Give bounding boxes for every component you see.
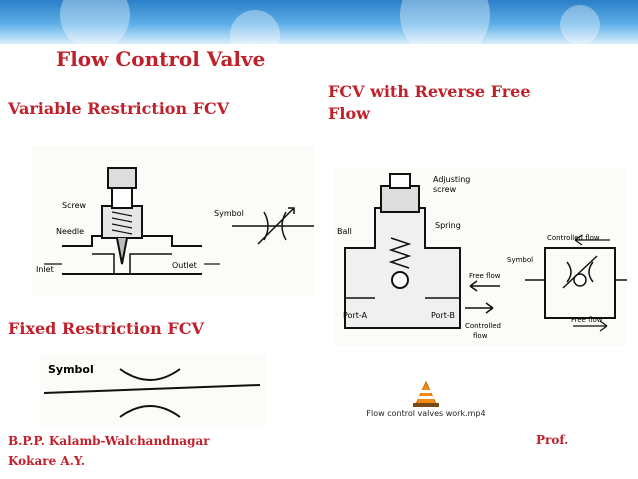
heading-variable-restriction: Variable Restriction FCV [8, 99, 230, 118]
decor-bubble [60, 0, 130, 44]
footer-right: Prof. [536, 433, 569, 447]
label-ball: Ball [337, 227, 352, 236]
label-controlled: Controlled [465, 322, 501, 330]
decor-bubble [230, 10, 280, 44]
decor-bubble [400, 0, 490, 44]
label-inlet: Inlet [36, 265, 54, 274]
label-adjusting: Adjusting [433, 175, 470, 184]
vlc-cone-icon[interactable] [410, 380, 442, 408]
heading-reverse-free-flow: FCV with Reverse Free Flow [328, 81, 588, 125]
label-spring: Spring [435, 221, 461, 230]
footer-author: Kokare A.Y. [8, 454, 86, 468]
reverse-flow-fcv-diagram: Adjusting screw Spring Ball Controlled f… [335, 168, 627, 346]
label-port-a: Port-A [343, 311, 368, 320]
heading-reverse-line1: FCV with Reverse Free [328, 82, 531, 101]
label-screw: Screw [62, 201, 87, 210]
heading-reverse-line2: Flow [328, 104, 370, 123]
heading-fixed-restriction: Fixed Restriction FCV [8, 319, 204, 338]
label-free-flow-right: Free flow [571, 316, 603, 324]
label-free-flow-left: Free flow [469, 272, 501, 280]
label-symbol: Symbol [214, 209, 244, 218]
media-filename[interactable]: Flow control valves work.mp4 [366, 409, 486, 418]
footer-left: B.P.P. Kalamb-Walchandnagar Kokare A.Y. [8, 431, 210, 471]
variable-fcv-drawing: Screw Needle Inlet Outlet Symbol [36, 167, 314, 275]
reverse-flow-fcv-drawing: Adjusting screw Spring Ball Controlled f… [337, 173, 627, 340]
label-controlled-flow: Controlled flow [547, 234, 600, 242]
label-symbol-rev: Symbol [507, 256, 533, 264]
label-outlet: Outlet [172, 261, 197, 270]
footer-institution: B.P.P. Kalamb-Walchandnagar [8, 434, 210, 448]
decor-bubble [560, 5, 600, 44]
fixed-fcv-symbol: Symbol [40, 355, 266, 425]
label-flow: flow [473, 332, 488, 340]
header-band [0, 0, 638, 44]
slide-title: Flow Control Valve [56, 47, 266, 71]
label-port-b: Port-B [431, 311, 455, 320]
fixed-fcv-drawing: Symbol [43, 363, 261, 418]
label-needle: Needle [56, 227, 84, 236]
variable-fcv-diagram: Screw Needle Inlet Outlet Symbol [32, 146, 314, 296]
label-screw-rev: screw [433, 185, 457, 194]
label-symbol-fixed: Symbol [48, 363, 94, 376]
